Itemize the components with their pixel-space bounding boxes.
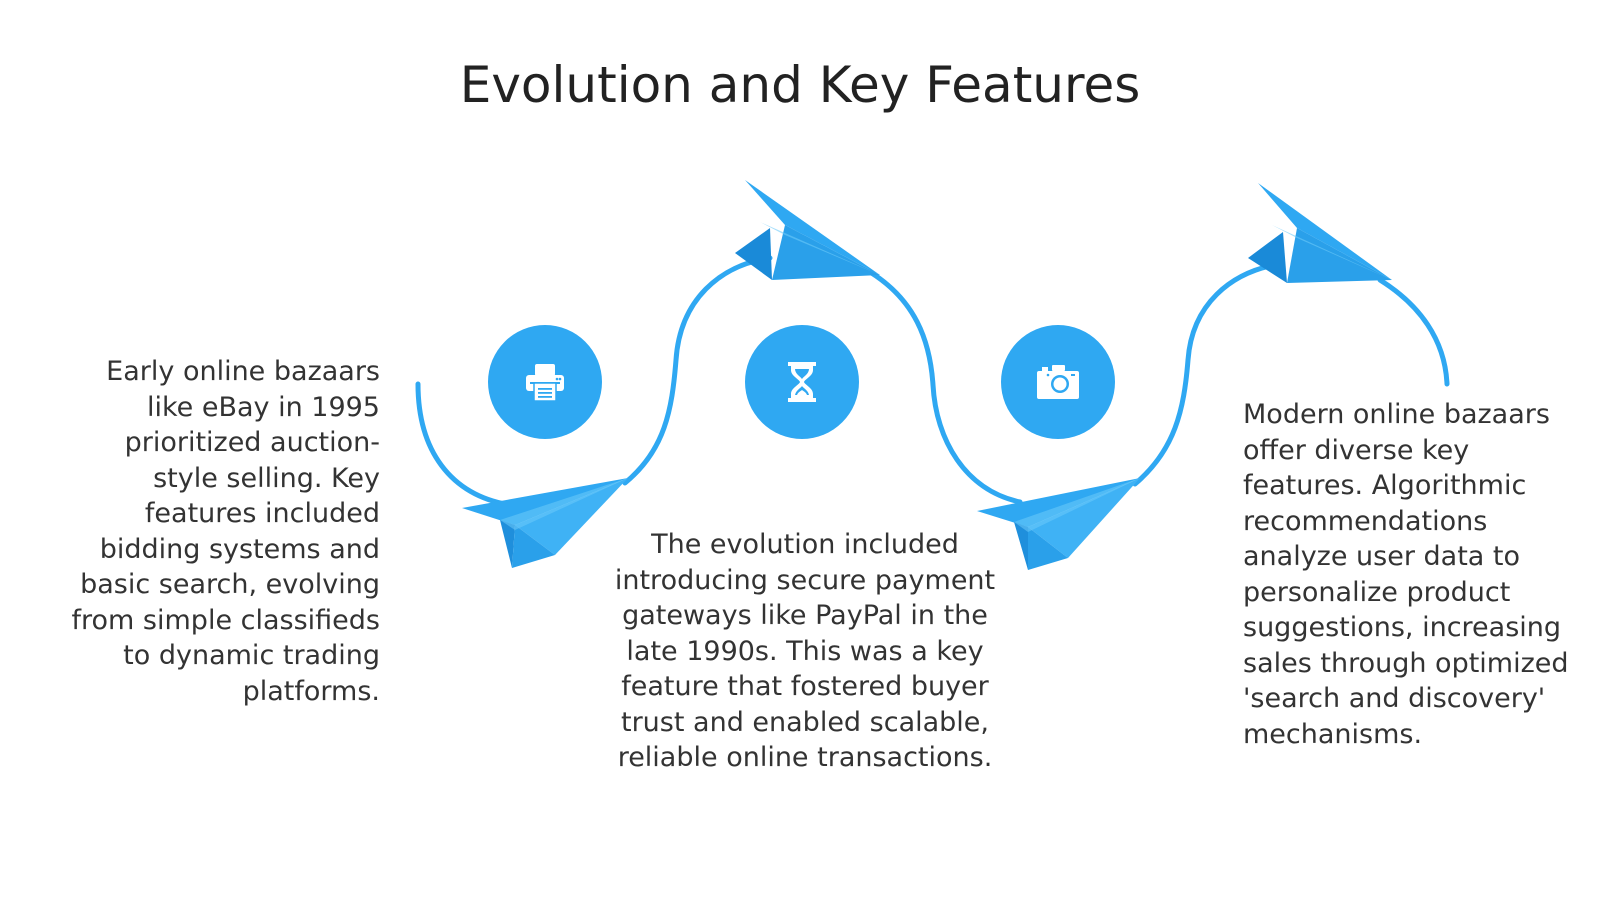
step-2-description: The evolution included introducing secur… [614, 529, 996, 773]
flow-curve-3 [867, 269, 1023, 505]
step-node-2 [745, 325, 859, 439]
flow-curve-5 [1377, 277, 1450, 387]
slide-title: Evolution and Key Features [459, 56, 1141, 114]
step-node-3 [1001, 325, 1115, 439]
step-1-description: Early online bazaars like eBay in 1995 p… [71, 356, 380, 707]
step-3-description: Modern online bazaars offer diverse key … [1243, 399, 1569, 750]
printer-icon [526, 364, 564, 402]
flow-curve-2 [622, 255, 773, 486]
paper-plane-icon-3 [977, 478, 1140, 570]
flow-curve-4 [1132, 261, 1283, 487]
paper-plane-icon-1 [462, 478, 628, 568]
step-node-1 [488, 325, 602, 439]
camera-icon [1037, 365, 1079, 399]
hourglass-icon [788, 362, 816, 402]
paper-plane-icon-2 [735, 180, 880, 280]
flow-curve-1 [415, 381, 513, 508]
paper-plane-icon-4 [1248, 183, 1392, 283]
